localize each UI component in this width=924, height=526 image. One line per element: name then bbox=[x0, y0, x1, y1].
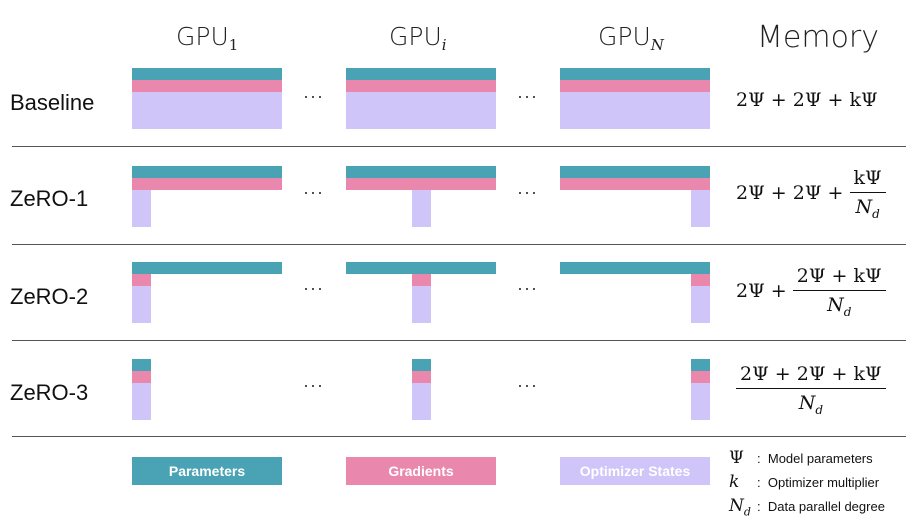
grad-bar bbox=[346, 80, 496, 92]
optimizer-bar bbox=[560, 92, 710, 129]
ellipsis: ··· bbox=[517, 86, 538, 106]
optimizer-shard bbox=[412, 190, 431, 227]
optimizer-bar bbox=[346, 92, 496, 129]
formula-baseline: 2Ψ + 2Ψ + kΨ bbox=[736, 89, 878, 111]
ellipsis: ··· bbox=[517, 182, 538, 202]
param-bar bbox=[560, 262, 710, 274]
grad-bar bbox=[132, 80, 282, 92]
optimizer-shard bbox=[132, 383, 151, 420]
param-bar bbox=[346, 262, 496, 274]
ellipsis: ··· bbox=[303, 278, 324, 298]
param-bar bbox=[132, 166, 282, 178]
key-psi: Ψ: Model parameters bbox=[729, 448, 873, 468]
header-gpu-i: GPUi bbox=[389, 22, 447, 54]
ellipsis: ··· bbox=[303, 182, 324, 202]
param-shard bbox=[691, 359, 710, 371]
legend-optimizer-states: Optimizer States bbox=[560, 457, 710, 485]
header-memory: Memory bbox=[757, 20, 880, 55]
param-bar bbox=[346, 68, 496, 80]
grad-shard bbox=[132, 274, 151, 286]
grad-bar bbox=[346, 178, 496, 190]
row-divider bbox=[12, 436, 906, 437]
param-bar bbox=[346, 166, 496, 178]
grad-bar bbox=[132, 178, 282, 190]
row-divider bbox=[12, 244, 906, 245]
optimizer-bar bbox=[132, 92, 282, 129]
header-gpu-1: GPU1 bbox=[176, 22, 239, 54]
grad-bar bbox=[560, 80, 710, 92]
ellipsis: ··· bbox=[517, 278, 538, 298]
optimizer-shard bbox=[132, 286, 151, 323]
header-gpu-n: GPUN bbox=[598, 22, 664, 54]
grad-shard bbox=[691, 371, 710, 383]
ellipsis: ··· bbox=[303, 375, 324, 395]
optimizer-shard bbox=[132, 190, 151, 227]
optimizer-shard bbox=[691, 383, 710, 420]
row-label-zero-3: ZeRO-3 bbox=[10, 380, 89, 405]
key-nd: Nd: Data parallel degree bbox=[729, 496, 885, 519]
row-label-zero-2: ZeRO-2 bbox=[10, 284, 89, 309]
optimizer-shard bbox=[691, 286, 710, 323]
param-shard bbox=[412, 359, 431, 371]
row-divider bbox=[12, 340, 906, 341]
param-bar bbox=[132, 68, 282, 80]
ellipsis: ··· bbox=[303, 86, 324, 106]
row-divider bbox=[12, 146, 906, 147]
row-label-zero-1: ZeRO-1 bbox=[10, 186, 89, 211]
param-bar bbox=[560, 166, 710, 178]
param-shard bbox=[132, 359, 151, 371]
grad-shard bbox=[691, 274, 710, 286]
ellipsis: ··· bbox=[517, 375, 538, 395]
key-k: k: Optimizer multiplier bbox=[729, 472, 880, 492]
grad-shard bbox=[412, 371, 431, 383]
optimizer-shard bbox=[412, 383, 431, 420]
row-label-baseline: Baseline bbox=[10, 90, 95, 115]
grad-bar bbox=[560, 178, 710, 190]
param-bar bbox=[560, 68, 710, 80]
param-bar bbox=[132, 262, 282, 274]
optimizer-shard bbox=[691, 190, 710, 227]
grad-shard bbox=[132, 371, 151, 383]
legend-parameters: Parameters bbox=[132, 457, 282, 485]
legend-gradients: Gradients bbox=[346, 457, 496, 485]
optimizer-shard bbox=[412, 286, 431, 323]
grad-shard bbox=[412, 274, 431, 286]
